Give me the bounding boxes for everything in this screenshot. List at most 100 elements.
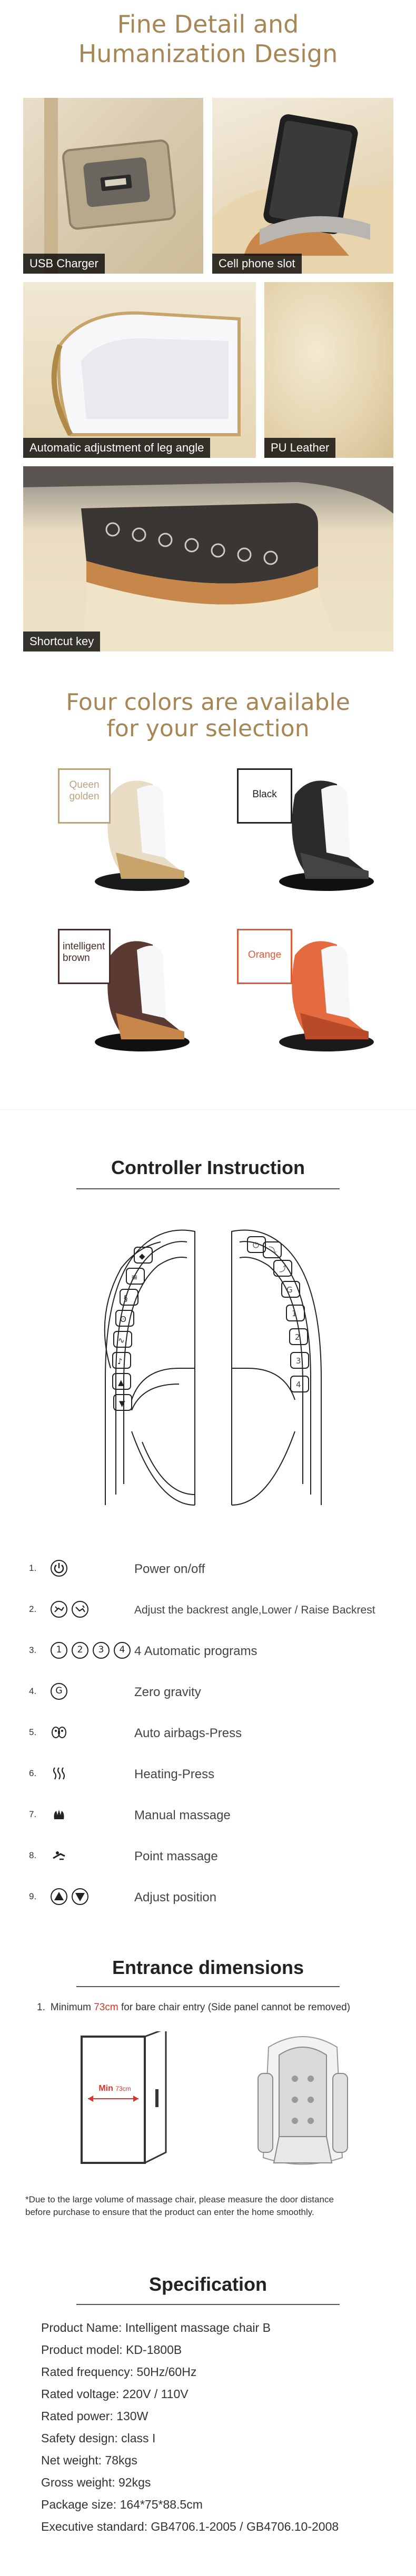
entrance-note-line1: *Due to the large volume of massage chai…: [25, 2194, 334, 2204]
legend-text: 4 Automatic programs: [134, 1644, 257, 1658]
specification-title-rule: [76, 2304, 340, 2305]
legend-row: 5. Auto airbags-Press: [29, 1722, 398, 1743]
pu-leather-photo: PU Leather: [264, 282, 393, 458]
entrance-requirement: 1.Minimum 73cm for bare chair entry (Sid…: [37, 2002, 405, 2013]
feature-caption: PU Leather: [264, 438, 336, 458]
legend-text: Adjust position: [134, 1890, 217, 1905]
spec-line: Rated power: 130W: [41, 2409, 148, 2423]
color-option-orange[interactable]: Orange: [237, 929, 384, 1055]
legend-row: 4. G Zero gravity: [29, 1681, 398, 1702]
door-label-value: 73cm: [115, 2085, 131, 2092]
icon-glyph: 3: [98, 1645, 104, 1655]
colors-title-line1: Four colors are available: [66, 689, 350, 716]
shortcut-panel-illustration: [23, 466, 393, 651]
legend-icons: [50, 1845, 68, 1866]
svg-text:ʘ: ʘ: [120, 1315, 126, 1324]
legend-text: Zero gravity: [134, 1685, 201, 1699]
phone-slot-photo: Cell phone slot: [212, 98, 393, 274]
svg-text:1: 1: [292, 1309, 297, 1318]
point-massage-icon: [50, 1847, 68, 1865]
chair-brown-illustration: [95, 941, 190, 1051]
entrance-title: Entrance dimensions: [112, 1957, 304, 1978]
feature-caption: Automatic adjustment of leg angle: [23, 438, 211, 458]
chair-orange-illustration: [279, 941, 374, 1051]
power-icon: [50, 1559, 68, 1577]
chair-sketch-illustration: [257, 2036, 348, 2165]
svg-text:♪: ♪: [117, 1357, 123, 1366]
door-illustration: [81, 2031, 167, 2164]
colors-title-line2: for your selection: [106, 715, 310, 742]
heating-icon: [50, 1765, 68, 1782]
color-label: intelligent brown: [58, 929, 111, 984]
zero-gravity-icon: G: [50, 1682, 68, 1700]
recline-up-icon: [71, 1600, 89, 1618]
svg-text:⏻: ⏻: [253, 1240, 259, 1250]
legend-icons: [50, 1804, 68, 1825]
spec-line: Product model: KD-1800B: [41, 2343, 182, 2357]
svg-text:≡: ≡: [131, 1272, 138, 1282]
spec-line: Net weight: 78kgs: [41, 2453, 137, 2467]
svg-text:▼: ▼: [119, 1399, 125, 1408]
legend-number: 4.: [29, 1686, 37, 1696]
color-label: Queen golden: [58, 768, 111, 824]
color-label: Orange: [237, 929, 292, 984]
legend-text: Auto airbags-Press: [134, 1726, 242, 1740]
legend-icons: [50, 1599, 89, 1620]
legend-row: 1.Power on/off: [29, 1558, 398, 1579]
color-option-queen-golden[interactable]: Queen golden: [58, 768, 190, 895]
svg-text:∿: ∿: [118, 1336, 125, 1345]
svg-text:2: 2: [295, 1332, 300, 1342]
legend-number: 9.: [29, 1891, 37, 1901]
color-option-black[interactable]: Black: [237, 768, 384, 895]
usb-port-illustration: [44, 98, 176, 274]
entrance-item-number: 1.: [37, 2002, 45, 2013]
legend-text: Heating-Press: [134, 1767, 215, 1781]
chair-black-illustration: [279, 780, 374, 891]
program-4-icon: 4: [113, 1641, 131, 1659]
arrow-down-icon: [71, 1888, 89, 1906]
feature-caption: Shortcut key: [23, 632, 101, 651]
colors-title: Four colors are available for your selec…: [0, 689, 416, 742]
legend-number: 5.: [29, 1727, 37, 1737]
entrance-pre-text: Minimum: [50, 2002, 94, 2013]
legend-row: 8.Point massage: [29, 1845, 398, 1866]
svg-text:▲: ▲: [118, 1378, 124, 1387]
entrance-title-rule: [76, 1986, 340, 1987]
svg-text:⤵: ⤵: [269, 1246, 276, 1255]
feature-caption: Cell phone slot: [212, 254, 302, 274]
icon-glyph: G: [55, 1686, 63, 1696]
recline-down-icon: [50, 1600, 68, 1618]
svg-text:◆: ◆: [139, 1251, 145, 1261]
entrance-note: *Due to the large volume of massage chai…: [25, 2193, 404, 2219]
entrance-highlight: 73cm: [94, 2002, 118, 2013]
spec-line: Rated voltage: 220V / 110V: [41, 2387, 189, 2401]
program-2-icon: 2: [71, 1641, 89, 1659]
door-label-min: Min: [98, 2084, 113, 2093]
legend-number: 3.: [29, 1645, 37, 1655]
door-label: Min 73cm: [86, 2084, 144, 2093]
spec-line: Executive standard: GB4706.1-2005 / GB47…: [41, 2520, 339, 2533]
leg-rest-illustration: [51, 311, 241, 436]
program-3-icon: 3: [92, 1641, 110, 1659]
legend-icons: G: [50, 1681, 68, 1702]
spec-line: Gross weight: 92kgs: [41, 2475, 151, 2489]
icon-glyph: 4: [119, 1645, 125, 1655]
color-option-brown[interactable]: intelligent brown: [58, 929, 190, 1055]
feature-caption: USB Charger: [23, 254, 105, 274]
manual-massage-icon: [50, 1806, 68, 1823]
usb-charger-photo: USB Charger: [23, 98, 203, 274]
controller-diagram: ◆≡ §ʘ ∿♪ ▲▼ ⏻⤵ ⤴G 12 34: [104, 1229, 322, 1506]
spec-line: Rated frequency: 50Hz/60Hz: [41, 2365, 197, 2379]
entrance-note-line2: before purchase to ensure that the produ…: [25, 2207, 314, 2217]
legend-text: Manual massage: [134, 1808, 231, 1822]
color-label: Black: [237, 768, 292, 824]
svg-text:⤴: ⤴: [279, 1264, 287, 1274]
hero-title-line2: Humanization Design: [78, 39, 338, 68]
program-1-icon: 1: [50, 1641, 68, 1659]
legend-text: Adjust the backrest angle,Lower / Raise …: [134, 1604, 375, 1616]
hero-title: Fine Detail and Humanization Design: [0, 9, 416, 68]
legend-row: 7. Manual massage: [29, 1804, 398, 1825]
svg-text:4: 4: [296, 1380, 301, 1389]
legend-number: 2.: [29, 1604, 37, 1614]
legend-number: 7.: [29, 1809, 37, 1819]
